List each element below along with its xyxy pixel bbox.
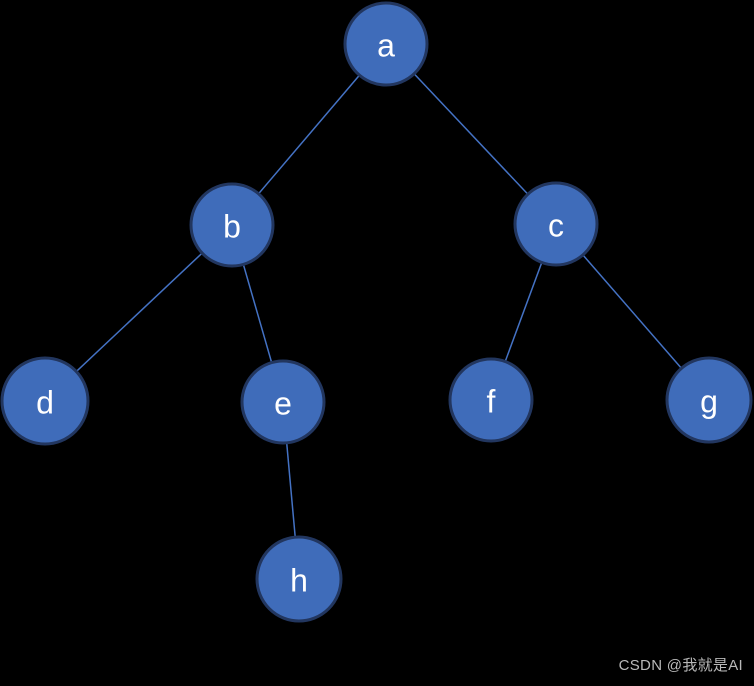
tree-node-circle-g xyxy=(665,356,753,444)
tree-node-g: g xyxy=(665,356,753,444)
tree-node-a: a xyxy=(343,1,429,87)
tree-node-f: f xyxy=(448,357,534,443)
tree-node-circle-h xyxy=(255,535,343,623)
tree-node-circle-c xyxy=(513,181,599,267)
tree-node-e: e xyxy=(240,359,326,445)
tree-node-b: b xyxy=(189,182,275,268)
tree-node-circle-b xyxy=(189,182,275,268)
tree-node-circle-e xyxy=(240,359,326,445)
tree-node-circle-d xyxy=(0,356,90,446)
tree-node-c: c xyxy=(513,181,599,267)
tree-node-circle-a xyxy=(343,1,429,87)
tree-node-h: h xyxy=(255,535,343,623)
tree-node-circle-f xyxy=(448,357,534,443)
tree-node-d: d xyxy=(0,356,90,446)
csdn-watermark: CSDN @我就是AI xyxy=(618,657,743,674)
